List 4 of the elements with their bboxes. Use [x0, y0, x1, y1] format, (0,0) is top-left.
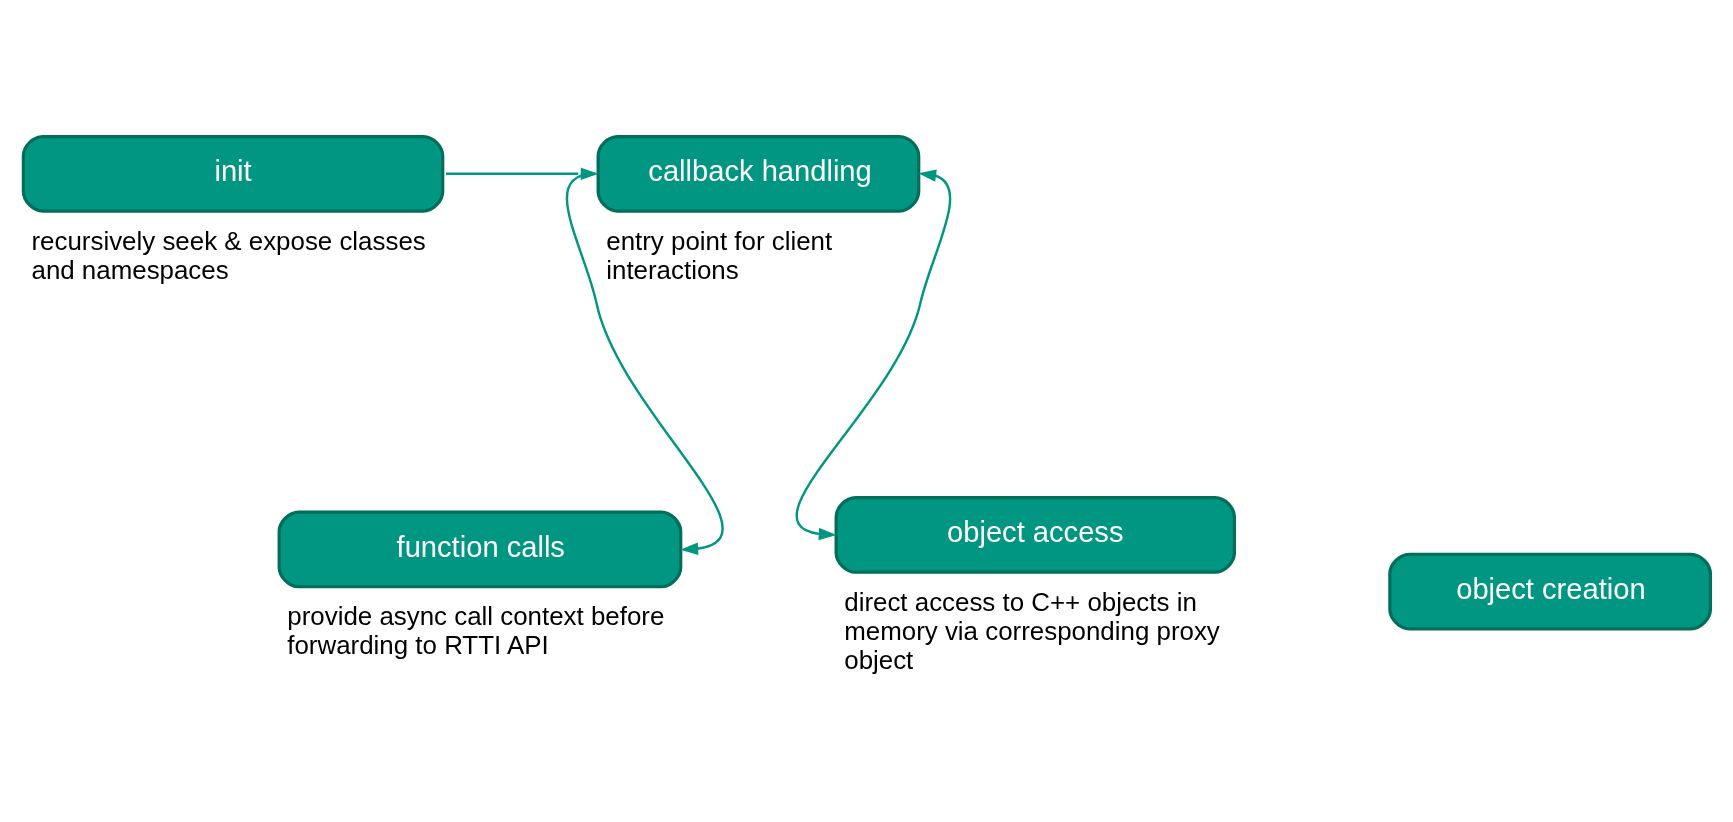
node-label: entry point for client interactions: [606, 226, 833, 284]
node-label: provide async call context before forwarding to RTTI API: [287, 602, 665, 660]
node-label: direct access to C++ objects in memory via corresponding proxy object: [844, 587, 1220, 674]
node-label: recursively seek & expose classes and namespaces: [31, 226, 426, 284]
